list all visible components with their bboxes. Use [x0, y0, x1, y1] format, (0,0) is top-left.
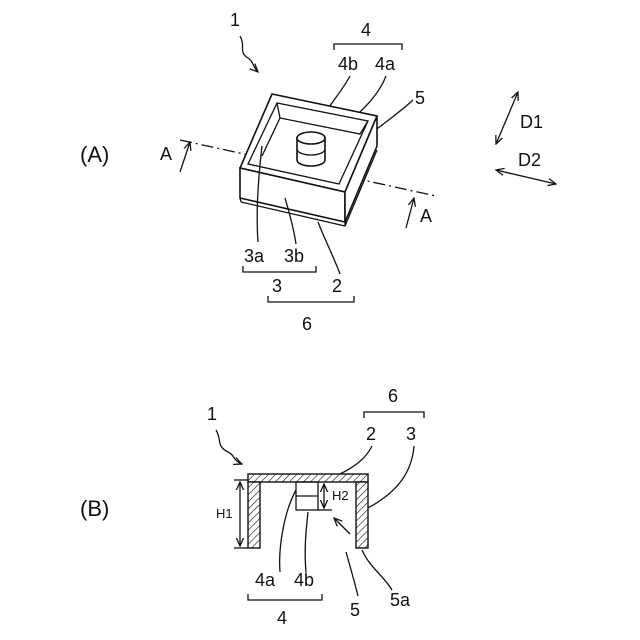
- label-h1: H1: [216, 506, 233, 521]
- label-6-a: 6: [302, 314, 312, 334]
- leader-5a-b: [362, 550, 392, 590]
- section-arrow-right: [406, 198, 414, 228]
- cylinder-4-a: [297, 132, 325, 166]
- panel-b: (B) 1 6 2 3 H1 H2: [80, 386, 424, 628]
- leader-5-b: [346, 552, 358, 596]
- label-d2: D2: [518, 150, 541, 170]
- leader-device-a: [240, 36, 258, 72]
- leader-2-a: [318, 222, 340, 274]
- bracket-3-a: [243, 266, 316, 272]
- label-group-4-b: 4: [277, 608, 287, 628]
- bracket-4-b: [248, 594, 322, 600]
- label-4b-a: 4b: [338, 54, 358, 74]
- section-arrow-left: [180, 142, 190, 172]
- left-wall-3: [248, 482, 260, 548]
- direction-arrow-d2: [496, 170, 556, 184]
- label-3a-a: 3a: [244, 246, 265, 266]
- label-4a-a: 4a: [375, 54, 396, 74]
- top-plate-2: [248, 474, 368, 482]
- arrow-5-b: [334, 518, 350, 534]
- leader-device-b: [216, 430, 242, 464]
- right-wall-3: [356, 482, 368, 548]
- panel-a-label: (A): [80, 142, 109, 167]
- label-2-a: 2: [332, 276, 342, 296]
- bracket-6-b: [364, 412, 424, 418]
- leader-4a-b: [280, 490, 296, 572]
- leader-2-b: [340, 446, 372, 474]
- section-label-left: A: [160, 144, 172, 164]
- label-3b-a: 3b: [284, 246, 304, 266]
- leader-4b-b: [305, 512, 308, 572]
- leader-3-b: [364, 446, 414, 510]
- direction-arrow-d1: [496, 92, 518, 144]
- label-4b-b: 4b: [294, 570, 314, 590]
- panel-a: (A) 1 4 4b 4a 5 A A: [80, 10, 556, 334]
- cross-section-b: [248, 474, 368, 548]
- label-4a-b: 4a: [255, 570, 276, 590]
- label-2-b: 2: [366, 424, 376, 444]
- cylinder-top: [297, 132, 325, 144]
- label-device-a: 1: [230, 10, 240, 30]
- label-device-b: 1: [207, 404, 217, 424]
- label-d1: D1: [520, 112, 543, 132]
- bracket-4-a: [334, 44, 402, 50]
- label-h2: H2: [332, 488, 349, 503]
- label-5-b: 5: [350, 600, 360, 620]
- label-3-a: 3: [272, 276, 282, 296]
- label-5-a: 5: [415, 88, 425, 108]
- section-label-right: A: [420, 206, 432, 226]
- label-5a-b: 5a: [390, 590, 411, 610]
- label-3-b: 3: [406, 424, 416, 444]
- label-group-4-a: 4: [361, 20, 371, 40]
- panel-b-label: (B): [80, 496, 109, 521]
- label-6-b: 6: [388, 386, 398, 406]
- bracket-6-a: [268, 296, 354, 302]
